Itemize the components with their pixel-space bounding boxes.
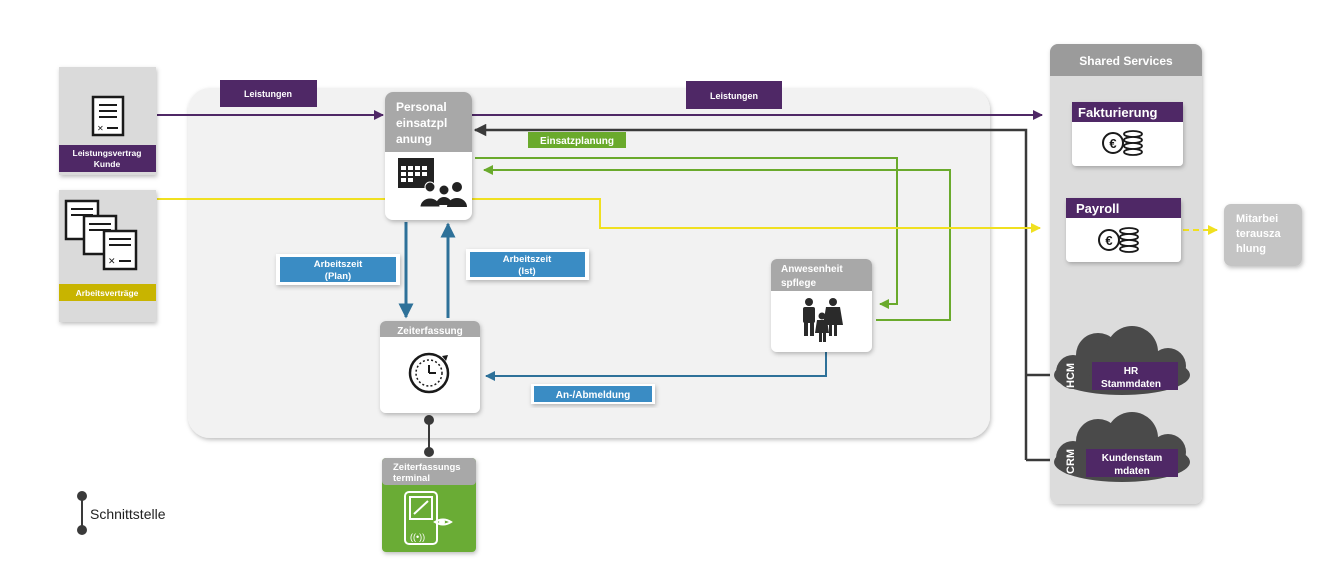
svg-text:An-/Abmeldung: An-/Abmeldung [556, 390, 630, 401]
svg-text:Leistungen: Leistungen [710, 91, 758, 101]
einsatzplanung-return-arrow [473, 123, 1028, 460]
personaleinsatzplanung-node[interactable]: Personal einsatzpl anung [385, 92, 472, 220]
leistungen-label-right: Leistungen [686, 81, 782, 109]
fakturierung-card[interactable]: Fakturierung € [1072, 102, 1183, 166]
svg-text:✕: ✕ [108, 256, 116, 266]
svg-text:anung: anung [396, 132, 432, 146]
svg-text:HR: HR [1124, 366, 1139, 377]
svg-text:Fakturierung: Fakturierung [1078, 105, 1158, 120]
euro-coins-icon: € [1098, 227, 1139, 253]
svg-text:terausza: terausza [1236, 228, 1282, 240]
svg-text:Einsatzplanung: Einsatzplanung [540, 136, 614, 147]
leistungsvertrag-card[interactable]: ✕ Leistungsvertrag Kunde [59, 67, 156, 175]
svg-text:Schnittstelle: Schnittstelle [90, 506, 166, 522]
hr-stammdaten-cloud[interactable]: HCM HR Stammdaten [1054, 326, 1190, 395]
arbeitsvertraege-arrow [157, 198, 1041, 233]
kundenstammdaten-cloud[interactable]: CRM Kundenstam mdaten [1054, 412, 1190, 482]
svg-text:(Plan): (Plan) [325, 271, 351, 282]
svg-text:Mitarbei: Mitarbei [1236, 213, 1278, 225]
svg-text:HCM: HCM [1065, 363, 1077, 388]
svg-text:hlung: hlung [1236, 243, 1266, 255]
svg-text:Anwesenheit: Anwesenheit [781, 264, 843, 275]
svg-text:terminal: terminal [393, 473, 430, 484]
family-icon [803, 298, 843, 342]
svg-text:€: € [1109, 136, 1116, 151]
euro-coins-icon: € [1102, 130, 1143, 156]
payroll-card[interactable]: Payroll € [1066, 198, 1181, 262]
svg-text:((•)): ((•)) [410, 532, 425, 542]
green-arrow-to-planung [483, 165, 951, 321]
svg-text:Kundenstam: Kundenstam [1102, 453, 1163, 464]
svg-text:Personal: Personal [396, 100, 447, 114]
calendar-people-icon [398, 158, 467, 208]
arbeitsvertraege-card[interactable]: ✕ Arbeitsverträge [59, 190, 156, 322]
svg-text:✕: ✕ [97, 124, 104, 133]
svg-text:Zeiterfassung: Zeiterfassung [397, 326, 463, 337]
svg-text:mdaten: mdaten [1114, 466, 1150, 477]
arbeitsvertraege-label: Arbeitsverträge [76, 288, 139, 298]
leistungsvertrag-label-line2: Kunde [94, 159, 121, 169]
mitarbeiterauszahlung-node[interactable]: Mitarbei terausza hlung [1224, 204, 1302, 266]
svg-text:Leistungen: Leistungen [244, 89, 292, 99]
terminal-device-icon: ((•)) [404, 491, 453, 545]
leistungsvertrag-label-line1: Leistungsvertrag [73, 148, 142, 158]
svg-text:Arbeitszeit: Arbeitszeit [314, 259, 363, 270]
arbeitszeit-ist-label: Arbeitszeit (Ist) [466, 249, 589, 280]
shared-services-title: Shared Services [1079, 54, 1173, 68]
stopwatch-icon [408, 352, 450, 394]
green-arrow-to-anwesenheit [475, 157, 898, 309]
svg-text:Arbeitszeit: Arbeitszeit [503, 254, 552, 265]
svg-text:(Ist): (Ist) [518, 266, 535, 277]
svg-text:Stammdaten: Stammdaten [1101, 379, 1161, 390]
svg-text:€: € [1105, 233, 1112, 248]
leistungen-label-left: Leistungen [220, 80, 317, 107]
einsatzplanung-label: Einsatzplanung [528, 132, 626, 148]
legend-schnittstelle: Schnittstelle [77, 491, 166, 535]
svg-text:CRM: CRM [1065, 449, 1077, 474]
an-abmeldung-arrow [485, 352, 827, 381]
svg-text:Zeiterfassungs: Zeiterfassungs [393, 462, 461, 473]
svg-text:spflege: spflege [781, 278, 816, 289]
contract-document-icon: ✕ [91, 95, 125, 137]
svg-text:Payroll: Payroll [1076, 201, 1119, 216]
arbeitszeit-plan-label: Arbeitszeit (Plan) [276, 254, 400, 285]
anwesenheitspflege-node[interactable]: Anwesenheit spflege [771, 259, 872, 352]
svg-text:einsatzpl: einsatzpl [396, 116, 447, 130]
an-abmeldung-label: An-/Abmeldung [531, 384, 655, 404]
zeiterfassung-node[interactable]: Zeiterfassung [380, 321, 480, 413]
contracts-stack-icon: ✕ [64, 199, 138, 271]
zeiterfassungsterminal-node[interactable]: Zeiterfassungs terminal ((•)) [382, 458, 476, 552]
